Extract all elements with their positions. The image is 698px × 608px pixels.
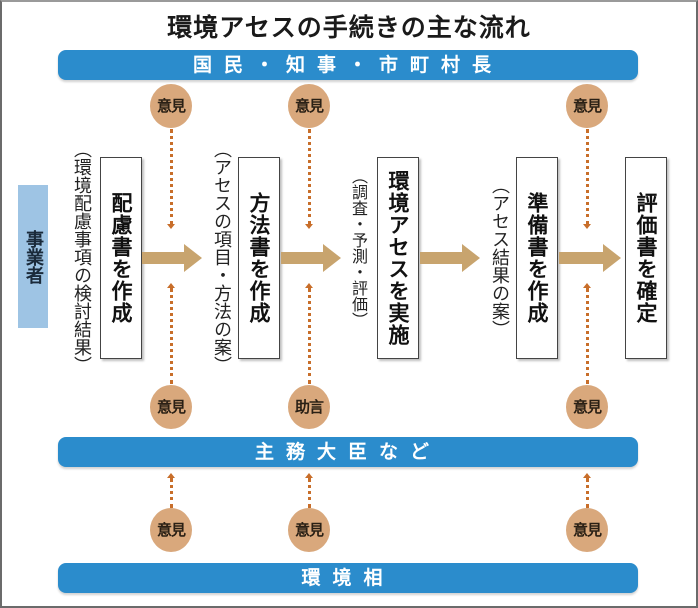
step-note-1: （環境配慮事項の検討結果） (71, 140, 92, 374)
step-box-3: 環境アセスを実施 (377, 157, 419, 359)
step-label-3: 環境アセスを実施 (386, 170, 410, 346)
dotted-line-mid-2 (308, 288, 311, 384)
arrow-head-up-icon (167, 283, 175, 288)
flow-arrow-right-icon (420, 244, 480, 272)
diagram-title: 環境アセスの手続きの主な流れ (167, 13, 531, 42)
step-label-1: 配慮書を作成 (109, 192, 133, 324)
arrow-head-down-icon (305, 224, 313, 229)
bubble-top-opinion-3: 意見 (566, 84, 608, 128)
bubble-bot-opinion-1: 意見 (150, 508, 192, 552)
bubble-bot-opinion-3: 意見 (566, 508, 608, 552)
bubble-top-opinion-2: 意見 (288, 84, 330, 128)
arrow-head-up-icon (305, 283, 313, 288)
step-box-1: 配慮書を作成 (100, 157, 142, 359)
step-box-5: 評価書を確定 (625, 157, 667, 359)
bubble-mid-opinion-1: 意見 (150, 385, 192, 429)
actor-business-operator: 事業者 (18, 185, 48, 328)
bar-citizens-governors-mayors: 国民・知事・市町村長 (58, 50, 638, 80)
arrow-head-down-icon (167, 224, 175, 229)
dotted-line-mid-3 (586, 288, 589, 384)
dotted-line-top-3 (586, 129, 589, 225)
dotted-line-bot-1 (170, 478, 173, 508)
bubble-top-opinion-1: 意見 (150, 84, 192, 128)
dotted-line-top-1 (170, 129, 173, 225)
step-label-5: 評価書を確定 (634, 192, 658, 324)
dotted-line-bot-3 (586, 478, 589, 508)
step-label-2: 方法書を作成 (247, 192, 271, 324)
step-note-4: （アセス結果の案） (489, 176, 510, 338)
bubble-bot-opinion-2: 意見 (288, 508, 330, 552)
flow-arrow-right-icon (281, 244, 341, 272)
flow-arrow-right-icon (559, 244, 621, 272)
step-note-3: （調査・予測・評価） (349, 168, 368, 328)
bar-environment-minister: 環境相 (58, 563, 638, 593)
bar-competent-ministers: 主務大臣など (58, 437, 638, 467)
arrow-head-up-icon (305, 473, 313, 478)
arrow-head-up-icon (167, 473, 175, 478)
step-box-2: 方法書を作成 (238, 157, 280, 359)
arrow-head-up-icon (583, 283, 591, 288)
flow-arrow-right-icon (142, 244, 202, 272)
arrow-head-up-icon (583, 473, 591, 478)
arrow-head-down-icon (583, 224, 591, 229)
step-box-4: 準備書を作成 (516, 157, 558, 359)
step-note-2: （アセスの項目・方法の案） (211, 140, 232, 374)
dotted-line-bot-2 (308, 478, 311, 508)
bubble-mid-opinion-3: 意見 (566, 385, 608, 429)
step-label-4: 準備書を作成 (525, 192, 549, 324)
bubble-mid-advice: 助言 (288, 385, 330, 429)
dotted-line-top-2 (308, 129, 311, 225)
dotted-line-mid-1 (170, 288, 173, 384)
